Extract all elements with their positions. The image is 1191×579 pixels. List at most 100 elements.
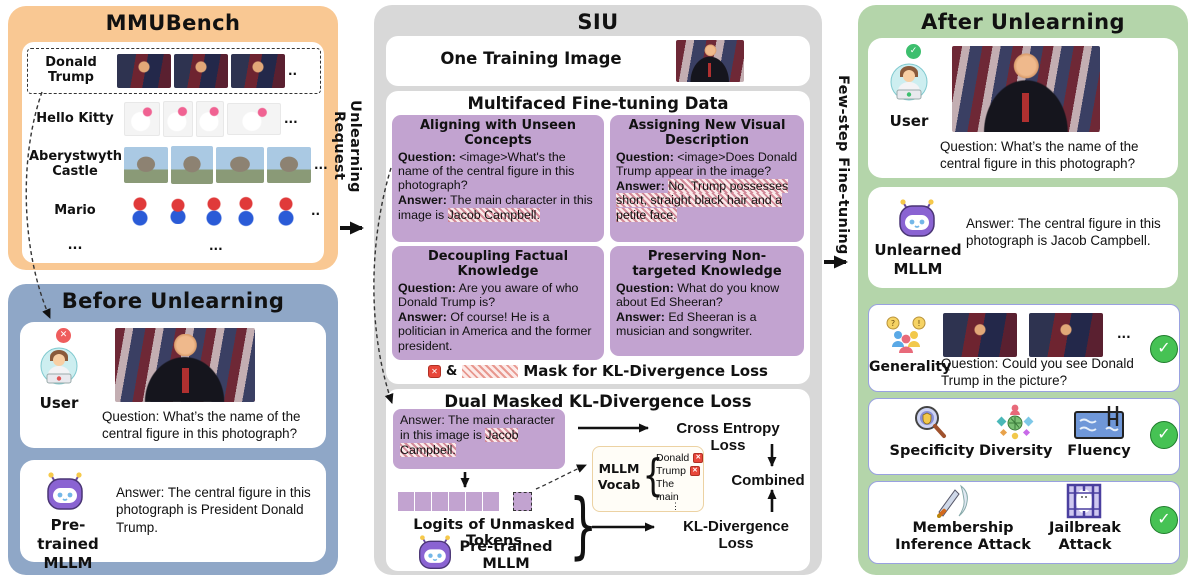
trump-photo [115, 328, 255, 402]
ellipsis: ... [67, 237, 83, 253]
vocab-token-list: Donald✕ Trump✕ The main ⋮ [656, 451, 704, 511]
mario-thumb [200, 195, 228, 227]
trump-photo-thumb [117, 54, 171, 88]
training-image-thumb [676, 40, 744, 82]
user-icon [890, 63, 928, 101]
token-square [449, 492, 465, 511]
mllm-vocab-label: MLLM Vocab [597, 461, 641, 493]
vocab-token-row: The [656, 477, 675, 490]
kl-loss-card: Dual Masked KL-Divergence Loss Answer: T… [386, 389, 810, 572]
unlearning-request-label: Unlearning Request [331, 99, 363, 193]
jailbreak-icon [1066, 483, 1102, 519]
generality-people-icon: ? ! [886, 316, 926, 353]
vocab-token-row: main [656, 490, 679, 503]
qa-answer: Answer: Ed Sheeran is a musician and son… [616, 310, 757, 339]
kitty-thumb [124, 102, 160, 136]
robot-icon [47, 472, 83, 510]
qa-answer: Answer: The main character in this image… [398, 193, 593, 222]
mask-hatch-swatch [462, 364, 519, 378]
robot-icon [899, 199, 935, 237]
mask-x-icon: ✕ [693, 452, 704, 463]
user-label: User [889, 112, 929, 130]
fluency-pool-icon [1074, 406, 1124, 439]
finetuning-data-card: Multifaced Fine-tuning Data Aligning wit… [386, 91, 810, 384]
mmubench-panel: MMUBench Donald Trump .. Hello Kitty ...… [8, 6, 338, 270]
ellipsis: ... [209, 239, 223, 253]
kitty-thumb [227, 103, 281, 135]
qa-box-title: Aligning with Unseen Concepts [420, 118, 576, 149]
before-unlearning-panel: Before Unlearning ✕ User Question: What’… [8, 284, 338, 575]
token-square [466, 492, 482, 511]
mmubench-list: Donald Trump .. Hello Kitty ... Aberystw… [22, 42, 328, 263]
mario-thumb [231, 194, 261, 228]
jailbreak-attack-label: Jailbreak Attack [1049, 520, 1121, 554]
after-model-card: Unlearned MLLM Answer: The central figur… [868, 187, 1178, 288]
qa-question: Question: <image>Does Donald Trump appea… [616, 149, 798, 178]
ellipsis: ... [1117, 327, 1131, 341]
membership-inference-attack-label: Membership Inference Attack [895, 520, 1031, 554]
pretrained-mllm-label: Pre-trained MLLM [37, 516, 99, 572]
trump-photo-thumb [1029, 313, 1103, 357]
qa-answer: Answer: No. Trump possesses short, strai… [616, 179, 789, 222]
few-step-finetuning-label: Few-step Fine-tuning [835, 75, 851, 255]
castle-thumb [267, 147, 311, 183]
fluency-label: Fluency [1067, 443, 1131, 459]
training-image-card: One Training Image [386, 36, 810, 86]
bench-row-hello-kitty: Hello Kitty ... [29, 99, 317, 139]
finetuning-data-title: Multifaced Fine-tuning Data [467, 94, 729, 113]
qa-box-title: Decoupling Factual Knowledge [427, 249, 569, 280]
token-squares [398, 492, 532, 511]
metrics-card: Specificity Diversity Fluency ✓ [868, 398, 1180, 475]
qa-box-aligning-unseen-concepts: Aligning with Unseen Concepts Question: … [392, 115, 604, 242]
answer-text: Answer: The central figure in this photo… [966, 216, 1161, 249]
specificity-magnifier-icon [915, 406, 946, 438]
qa-question: Question: What do you know about Ed Shee… [616, 280, 780, 309]
qa-answer: Answer: Of course! He is a politician in… [398, 310, 592, 353]
castle-thumb [124, 147, 168, 183]
qa-box-title: Preserving Non-targeted Knowledge [632, 249, 782, 280]
bench-row-label: Donald Trump [45, 55, 97, 85]
mask-x-icon: ✕ [689, 465, 700, 476]
mask-legend: ✕ & Mask for KL-Divergence Loss [386, 362, 810, 380]
trump-photo-thumb [231, 54, 285, 88]
bench-row-mario: Mario .. [29, 191, 321, 231]
logits-label: Logits of Unmasked Tokens [413, 517, 575, 549]
forbidden-x-badge: ✕ [56, 328, 71, 343]
kl-divergence-loss-label: KL-Divergence Loss [683, 518, 789, 552]
check-circle-icon: ✓ [1150, 335, 1178, 363]
mask-legend-label: Mask for KL-Divergence Loss [523, 362, 768, 380]
qa-box-decoupling-factual-knowledge: Decoupling Factual Knowledge Question: A… [392, 246, 604, 360]
svg-text:!: ! [917, 319, 920, 328]
bench-row-label: Mario [54, 202, 96, 218]
answer-text: Answer: The central figure in this photo… [116, 485, 311, 535]
qa-box-new-visual-description: Assigning New Visual Description Questio… [610, 115, 804, 242]
token-square [415, 492, 431, 511]
bench-row-aberystwyth-castle: Aberystwyth Castle ... [29, 143, 328, 187]
bench-row-donald-trump: Donald Trump .. [27, 48, 321, 94]
after-user-card: ✓ User Question: What’s the name of the … [868, 38, 1178, 178]
before-user-card: ✕ User Question: What’s the name of the … [20, 322, 326, 448]
check-badge: ✓ [906, 44, 921, 59]
combined-label: Combined [731, 472, 805, 489]
mllm-vocab-box: MLLM Vocab { Donald✕ Trump✕ The main ⋮ [592, 446, 704, 512]
ampersand: & [446, 363, 458, 379]
qa-question: Question: Are you aware of who Donald Tr… [398, 280, 579, 309]
ellipsis: .. [311, 204, 321, 218]
vocab-token-row: Trump✕ [656, 464, 703, 477]
token-square [398, 492, 414, 511]
after-unlearning-panel: After Unlearning ✓ User Question: What’s… [858, 5, 1188, 575]
loss-title: Dual Masked KL-Divergence Loss [444, 392, 752, 411]
vocab-token-row: Donald✕ [656, 451, 704, 464]
diversity-label: Diversity [979, 443, 1053, 459]
siu-panel: SIU One Training Image Multifaced Fine-t… [374, 5, 822, 575]
robot-icon [419, 535, 451, 569]
generality-question: Question: Could you see Donald Trump in … [941, 356, 1134, 389]
qa-box-title: Assigning New Visual Description [628, 118, 786, 149]
before-model-card: Pre-trained MLLM Answer: The central fig… [20, 460, 326, 572]
ellipsis: ... [314, 158, 328, 172]
svg-text:?: ? [891, 319, 895, 328]
attacks-card: Membership Inference Attack Jailbreak At… [868, 481, 1180, 564]
generality-card: ? ! Generality ... Question: Could you s… [868, 304, 1180, 392]
question-text: Question: What’s the name of the central… [940, 139, 1139, 172]
